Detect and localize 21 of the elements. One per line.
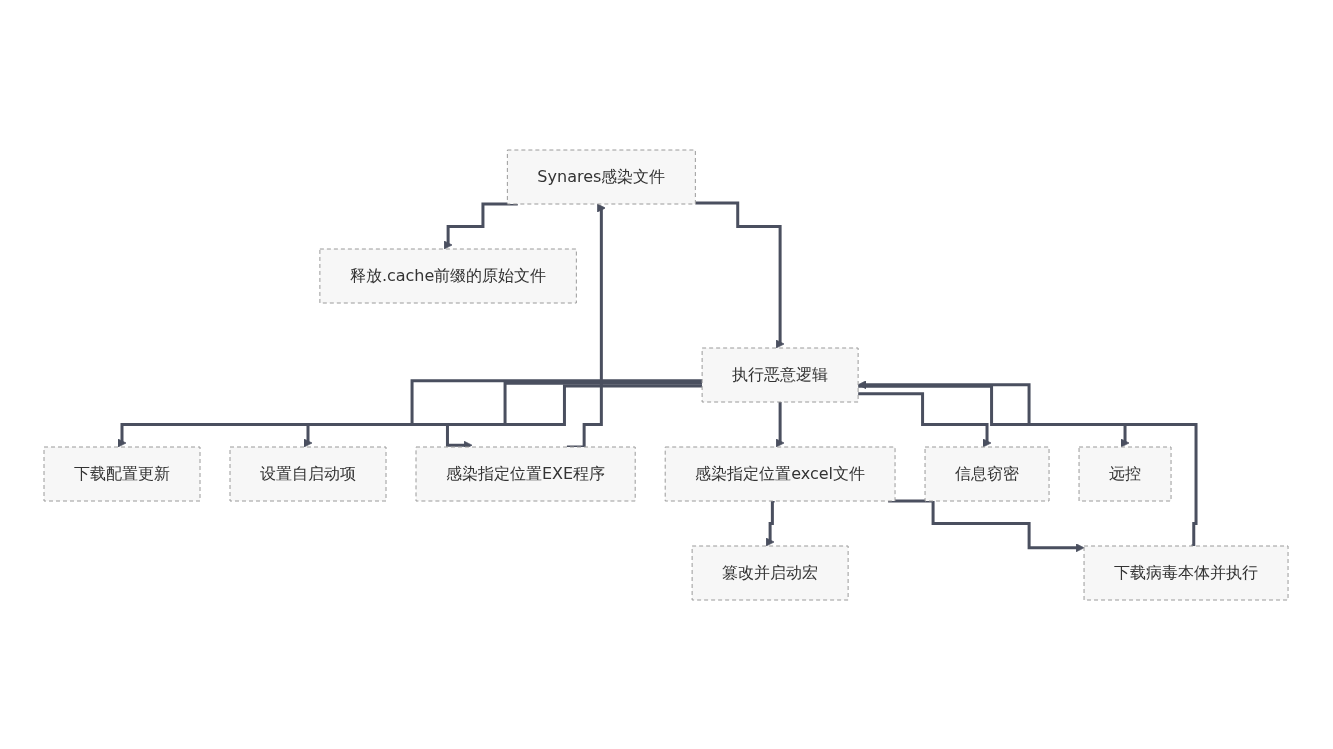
arrow	[695, 201, 785, 348]
arrow	[766, 499, 776, 546]
node-box: Synares感染文件	[507, 149, 697, 204]
arrow	[304, 381, 703, 447]
node-box: 远控	[1079, 446, 1172, 501]
arrow	[858, 384, 1130, 447]
arrow	[888, 499, 1085, 552]
node-box: 感染指定位置EXE程序	[416, 446, 637, 501]
node-box: 释放.cache前缀的原始文件	[319, 248, 578, 303]
node-box: 篡改并启动宏	[692, 545, 850, 600]
arrow	[858, 391, 992, 447]
node-box: 信息窃密	[925, 446, 1050, 501]
arrow	[776, 400, 785, 447]
node-box: 感染指定位置excel文件	[665, 446, 896, 501]
node-box: 设置自启动项	[230, 446, 387, 501]
arrow	[858, 379, 1198, 547]
node-box: 执行恶意逻辑	[702, 347, 860, 402]
node-box: 下载病毒本体并执行	[1084, 545, 1289, 600]
node-box: 下载配置更新	[44, 446, 201, 501]
arrow	[118, 378, 703, 447]
arrow	[444, 202, 519, 249]
